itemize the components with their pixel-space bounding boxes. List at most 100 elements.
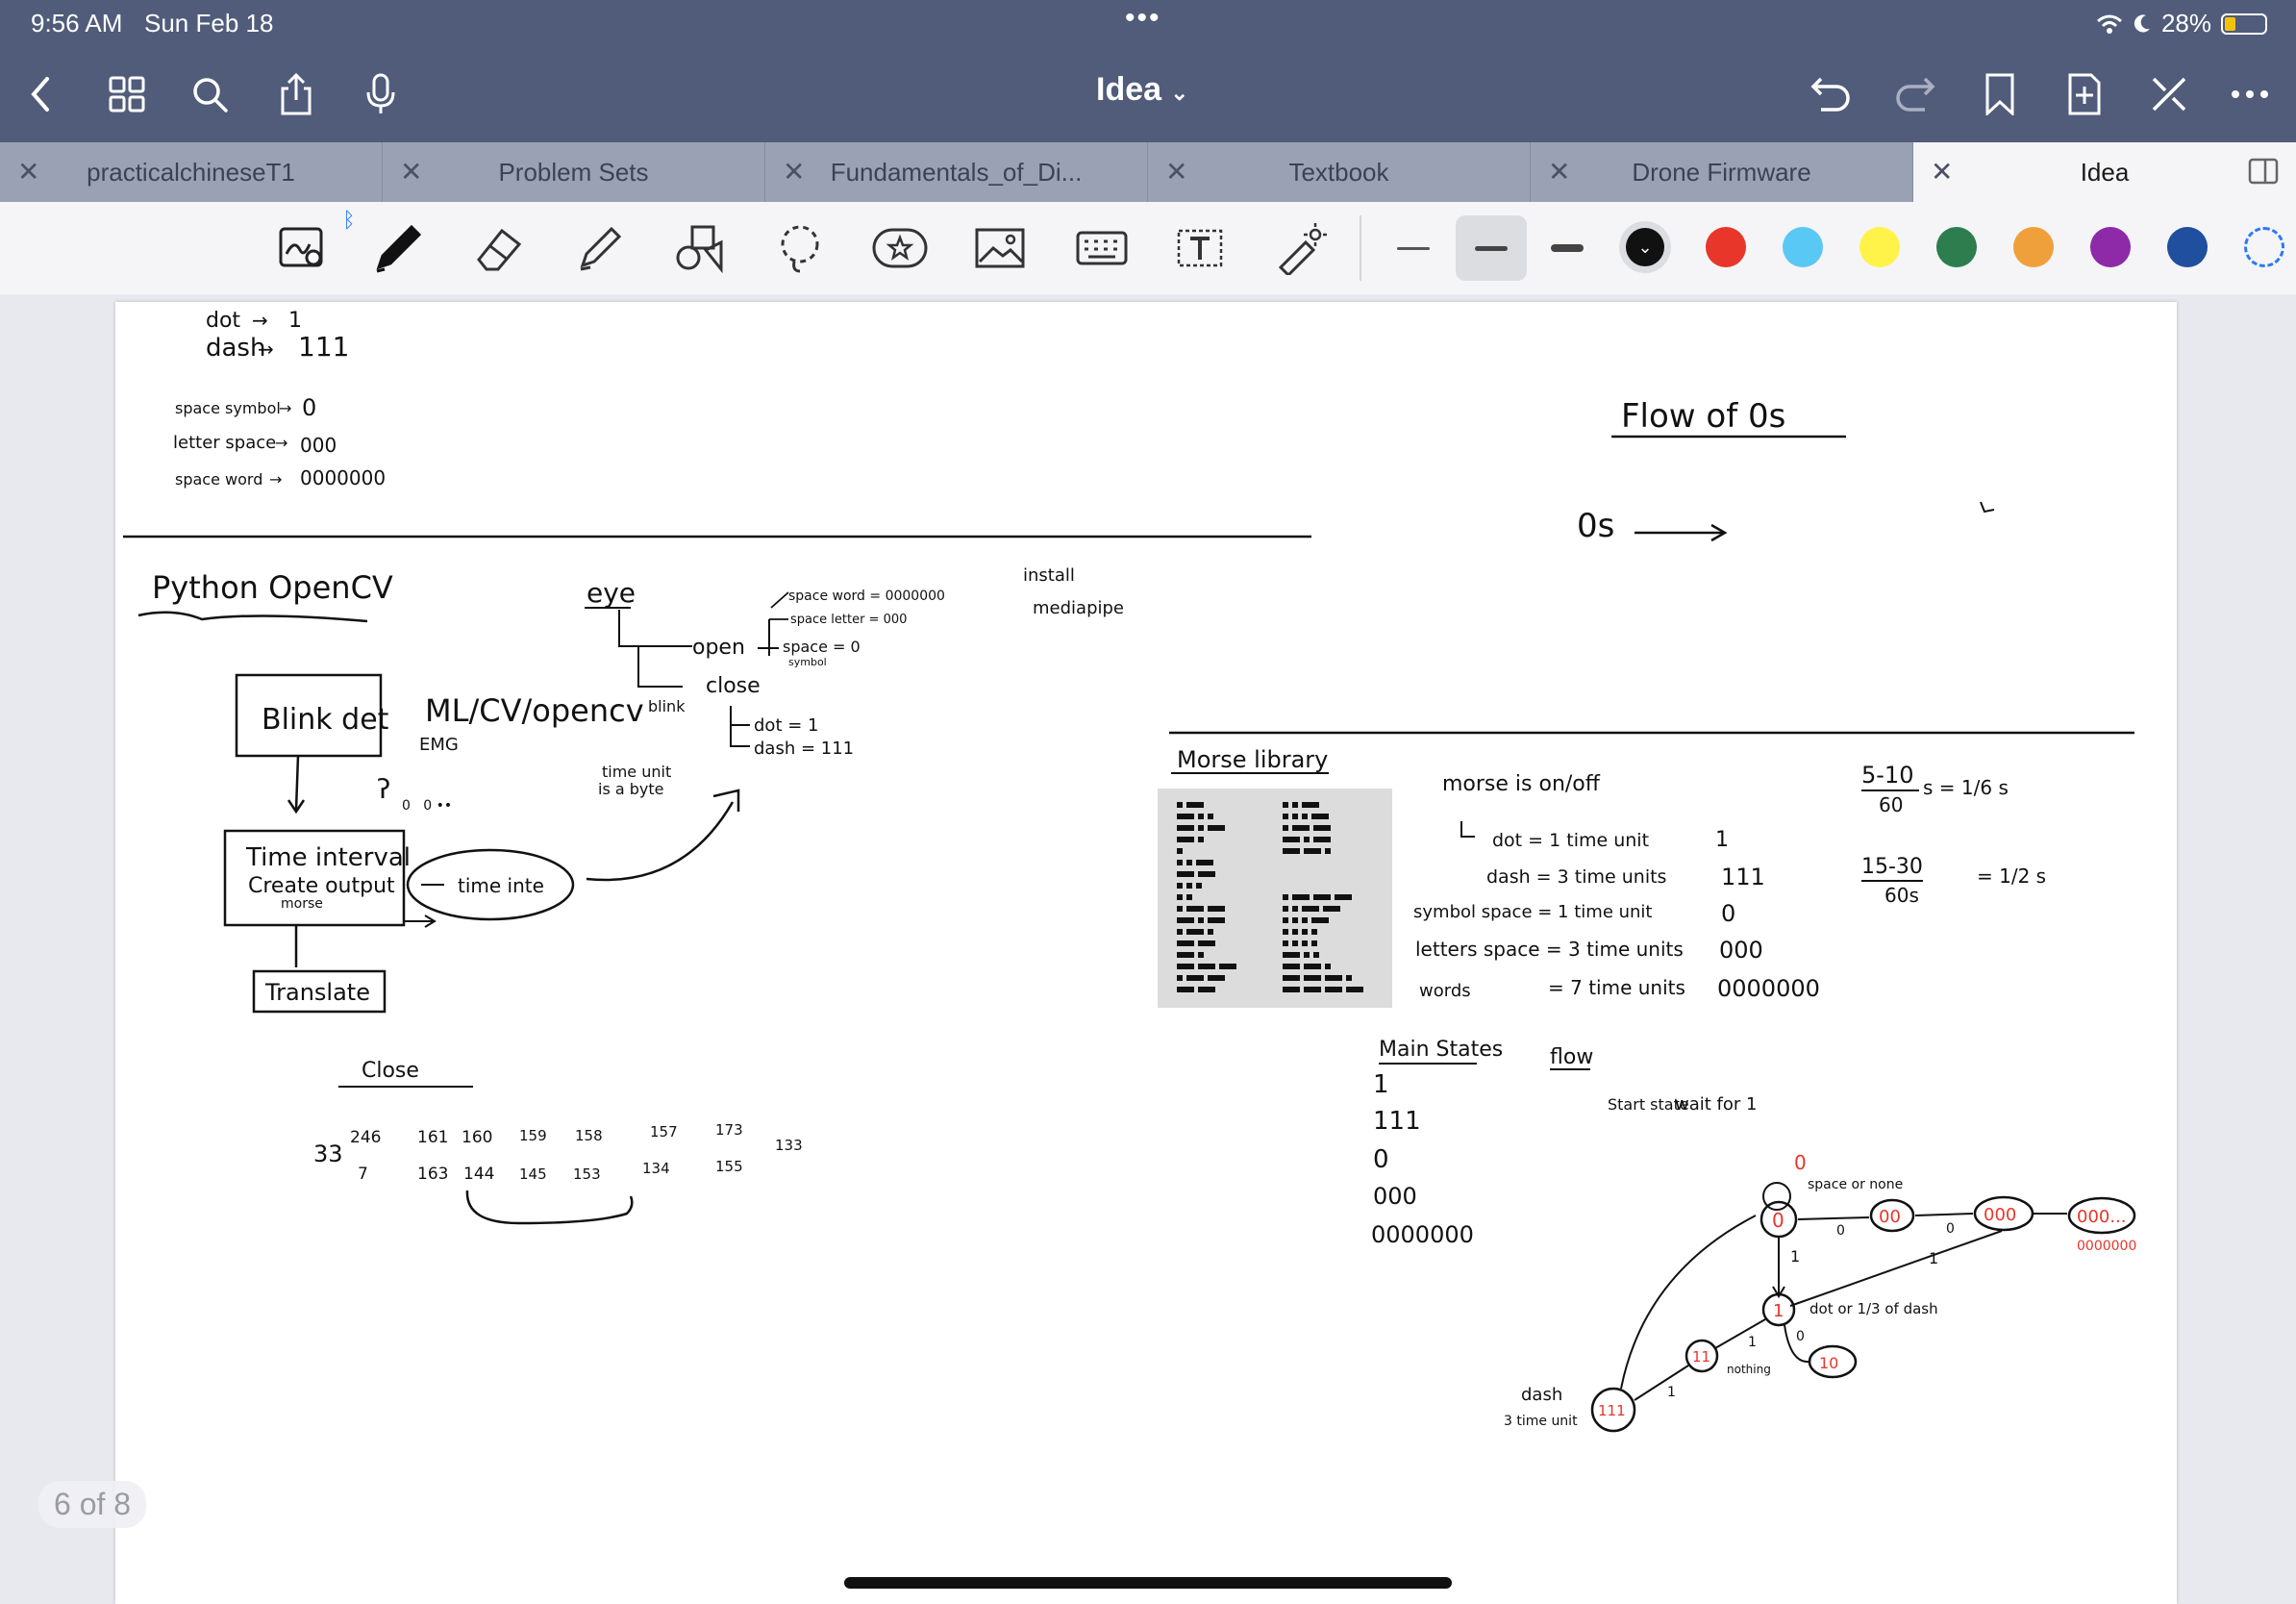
- stroke-width-medium[interactable]: [1456, 215, 1527, 281]
- toolbar-divider: [1360, 215, 1361, 281]
- ink-words-label: words: [1419, 981, 1471, 1001]
- tab-textbook[interactable]: ✕Textbook: [1148, 142, 1531, 202]
- color-black-selected[interactable]: ⌄: [1619, 221, 1671, 273]
- pen-icon: [371, 221, 425, 275]
- ink-node-111: 111: [1598, 1402, 1626, 1419]
- eraser-tool[interactable]: [467, 215, 533, 281]
- keyboard-tool[interactable]: [1069, 215, 1135, 281]
- share-icon: [277, 73, 315, 115]
- image-tool[interactable]: [967, 215, 1033, 281]
- laser-pointer-tool[interactable]: [1267, 215, 1333, 281]
- back-button[interactable]: [13, 67, 67, 121]
- add-page-icon: [2066, 73, 2103, 115]
- ink-blink-det: Blink det: [262, 703, 389, 737]
- ink-dot-unit-value: 1: [1715, 828, 1729, 852]
- tab-label: Problem Sets: [383, 158, 764, 188]
- svg-text:173: 173: [715, 1121, 743, 1139]
- color-picker-button[interactable]: [2244, 227, 2284, 267]
- color-orange[interactable]: [2013, 227, 2054, 267]
- laser-pointer-icon: [1273, 221, 1327, 275]
- ink-wait-for: wait for 1: [1675, 1094, 1757, 1115]
- tab-problem-sets[interactable]: ✕Problem Sets: [383, 142, 765, 202]
- svg-text:155: 155: [715, 1158, 743, 1175]
- split-view-icon[interactable]: [2248, 158, 2281, 187]
- ink-close-title: Close: [362, 1059, 419, 1083]
- add-page-button[interactable]: [2058, 67, 2111, 121]
- stroke-width-thin[interactable]: [1381, 215, 1446, 281]
- ink-dot-label: dot: [206, 309, 240, 333]
- home-indicator[interactable]: [844, 1577, 1452, 1589]
- ink-state-0000000: 0000000: [1371, 1221, 1474, 1248]
- svg-text:153: 153: [573, 1165, 601, 1183]
- ink-edge-1-a: 1: [1929, 1249, 1938, 1267]
- grid-icon: [109, 76, 145, 113]
- microphone-button[interactable]: [354, 67, 408, 121]
- svg-text:133: 133: [775, 1137, 803, 1154]
- bookmark-icon: [1984, 73, 2016, 115]
- ink-edge-1-d: 1: [1667, 1385, 1676, 1400]
- search-button[interactable]: [183, 67, 237, 121]
- redo-icon: [1894, 75, 1936, 113]
- ink-symbol-space-value: 0: [1721, 900, 1735, 927]
- svg-text:→: →: [252, 309, 268, 332]
- color-red[interactable]: [1706, 227, 1746, 267]
- tab-bar: ✕practicalchineseT1 ✕Problem Sets ✕Funda…: [0, 142, 2296, 202]
- undo-button[interactable]: [1804, 67, 1858, 121]
- multitasking-dots-icon[interactable]: •••: [1125, 2, 1161, 35]
- pen-tool[interactable]: [365, 215, 431, 281]
- tab-fundamentals[interactable]: ✕Fundamentals_of_Di...: [765, 142, 1148, 202]
- text-box-icon: [1173, 225, 1227, 271]
- highlighter-icon: [573, 221, 627, 275]
- ink-state-0: 0: [1373, 1145, 1389, 1174]
- ink-state-111: 111: [1373, 1107, 1421, 1136]
- ink-space-word-label: space word: [175, 470, 262, 489]
- ink-tree-space-symbol: space = 0: [783, 638, 861, 656]
- text-tool[interactable]: [1167, 215, 1233, 281]
- zoom-window-icon: [277, 225, 327, 271]
- shapes-tool[interactable]: [667, 215, 733, 281]
- color-yellow[interactable]: [1859, 227, 1900, 267]
- redo-button[interactable]: [1888, 67, 1942, 121]
- svg-text:157: 157: [650, 1123, 678, 1140]
- chevron-left-icon: [26, 75, 55, 113]
- ink-words-value: 0000000: [1717, 975, 1820, 1002]
- lasso-tool[interactable]: [767, 215, 833, 281]
- svg-text:ʔ: ʔ: [377, 773, 390, 805]
- share-button[interactable]: [269, 67, 323, 121]
- edit-tools-button[interactable]: [2142, 67, 2196, 121]
- ink-tree-dash: dash = 111: [754, 739, 854, 759]
- tab-drone-firmware[interactable]: ✕Drone Firmware: [1531, 142, 1913, 202]
- zoom-window-tool[interactable]: [269, 215, 335, 281]
- search-icon: [190, 75, 229, 113]
- image-icon: [974, 225, 1026, 271]
- sticker-tool[interactable]: [867, 215, 933, 281]
- color-blue[interactable]: [2167, 227, 2208, 267]
- tab-practicalchinese[interactable]: ✕practicalchineseT1: [0, 142, 383, 202]
- microphone-icon: [364, 73, 397, 115]
- stroke-width-thick[interactable]: [1535, 215, 1600, 281]
- grid-view-button[interactable]: [100, 67, 154, 121]
- tab-label: Textbook: [1148, 158, 1530, 188]
- color-green[interactable]: [1936, 227, 1977, 267]
- highlighter-tool[interactable]: [567, 215, 633, 281]
- color-cyan[interactable]: [1783, 227, 1823, 267]
- ink-state-1: 1: [1373, 1070, 1389, 1099]
- ink-morse-small: morse: [281, 896, 323, 912]
- svg-text:160: 160: [462, 1128, 492, 1147]
- notebook-page[interactable]: dot → 1 dash → 111 space symbol → 0 lett…: [115, 302, 2177, 1604]
- keyboard-icon: [1075, 229, 1129, 267]
- bookmark-button[interactable]: [1973, 67, 2027, 121]
- ink-node-1: 1: [1773, 1301, 1784, 1321]
- ink-mediapipe: mediapipe: [1033, 598, 1124, 618]
- ink-flow-label: flow: [1550, 1045, 1593, 1069]
- ink-node-0: 0: [1772, 1209, 1784, 1232]
- ink-translate: Translate: [264, 979, 370, 1006]
- document-title-menu[interactable]: Idea ⌄: [1096, 71, 1188, 109]
- ink-frac2-denominator: 60s: [1884, 884, 1919, 907]
- tab-idea[interactable]: ✕Idea: [1913, 142, 2296, 202]
- more-options-button[interactable]: [2223, 67, 2277, 121]
- ink-is-a-byte: is a byte: [598, 780, 664, 798]
- ink-frac2-rest: = 1/2 s: [1977, 865, 2046, 888]
- ink-numbers-row1: 246 161 160 159 158 157 173 133: [350, 1121, 803, 1154]
- color-purple[interactable]: [2090, 227, 2131, 267]
